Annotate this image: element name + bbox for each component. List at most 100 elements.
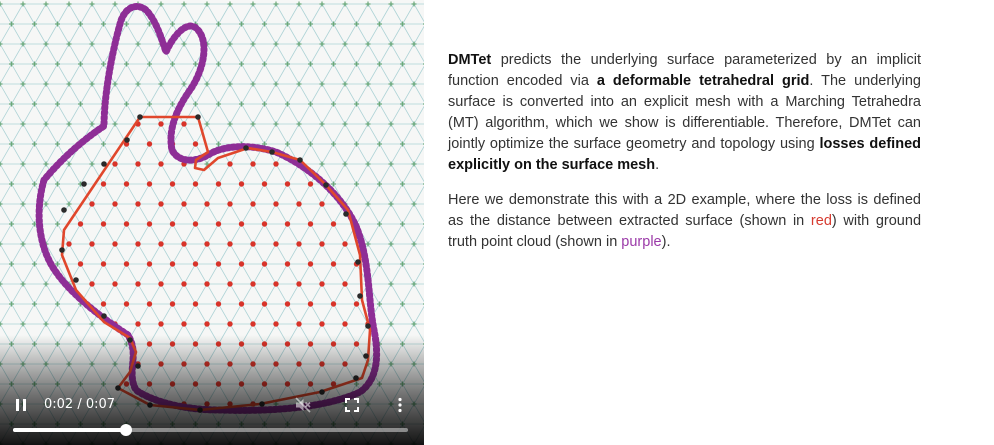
grid-vertex: [43, 41, 49, 47]
grid-vertex: [262, 21, 267, 27]
grid-vertex: [331, 101, 336, 107]
interior-point: [273, 321, 279, 327]
interior-point: [89, 241, 95, 247]
interior-point: [77, 261, 84, 267]
boundary-vertex: [137, 114, 143, 120]
interior-point: [353, 301, 360, 307]
interior-point: [296, 201, 302, 207]
grid-vertex: [423, 303, 424, 305]
interior-point: [330, 301, 337, 307]
grid-vertex: [285, 61, 290, 67]
grid-vertex: [216, 141, 221, 147]
grid-line: [0, 3, 116, 205]
grid-vertex: [400, 301, 405, 307]
interior-point: [158, 161, 164, 167]
interior-point: [273, 161, 279, 167]
interior-point: [284, 221, 291, 227]
grid-vertex: [331, 61, 336, 67]
grid-vertex: [365, 41, 371, 47]
grid-vertex: [43, 201, 49, 207]
interior-point: [100, 181, 107, 187]
grid-vertex: [43, 281, 49, 287]
grid-vertex: [9, 181, 14, 187]
grid-vertex: [227, 41, 233, 47]
interior-point: [261, 301, 268, 307]
grid-vertex: [89, 81, 95, 87]
mute-button[interactable]: [294, 396, 312, 414]
grid-vertex: [342, 121, 348, 127]
grid-vertex: [0, 201, 3, 207]
seek-bar-handle[interactable]: [119, 424, 132, 436]
seek-bar[interactable]: [13, 424, 408, 436]
controls-overlay: [0, 335, 424, 445]
grid-vertex: [388, 321, 394, 327]
grid-vertex: [319, 161, 325, 167]
grid-vertex: [423, 263, 424, 265]
grid-line: [298, 3, 424, 223]
grid-vertex: [377, 141, 382, 147]
grid-vertex: [400, 261, 405, 267]
interior-point: [261, 181, 268, 187]
interior-point: [273, 241, 279, 247]
interior-point: [284, 301, 291, 307]
grid-vertex: [101, 141, 106, 147]
interior-point: [100, 221, 107, 227]
grid-vertex: [204, 81, 210, 87]
boundary-vertex: [269, 149, 275, 155]
grid-vertex: [32, 141, 37, 147]
grid-vertex: [388, 281, 394, 287]
grid-vertex: [32, 181, 37, 187]
seek-bar-played: [13, 428, 126, 432]
interior-point: [181, 281, 187, 287]
grid-vertex: [239, 101, 244, 107]
grid-vertex: [423, 183, 424, 185]
grid-vertex: [193, 61, 198, 67]
grid-vertex: [112, 81, 118, 87]
video-player[interactable]: 0:02 / 0:07: [0, 0, 424, 445]
grid-vertex: [239, 61, 244, 67]
interior-point: [250, 161, 256, 167]
interior-point: [227, 281, 233, 287]
grid-vertex: [9, 141, 14, 147]
interior-point: [204, 281, 210, 287]
interior-point: [238, 181, 245, 187]
grid-vertex: [32, 61, 37, 67]
grid-vertex: [296, 41, 302, 47]
grid-vertex: [411, 41, 417, 47]
interior-point: [135, 161, 141, 167]
grid-vertex: [9, 61, 14, 67]
interior-point: [135, 281, 141, 287]
interior-point: [296, 281, 302, 287]
interior-point: [319, 281, 325, 287]
grid-vertex: [273, 121, 279, 127]
grid-vertex: [43, 161, 49, 167]
grid-vertex: [388, 161, 394, 167]
interior-point: [169, 221, 176, 227]
grid-line: [0, 3, 208, 365]
interior-point: [123, 181, 130, 187]
grid-vertex: [20, 281, 26, 287]
grid-vertex: [273, 81, 279, 87]
grid-vertex: [423, 63, 424, 65]
interior-point: [112, 241, 118, 247]
interior-point: [215, 181, 222, 187]
grid-vertex: [308, 21, 313, 27]
boundary-vertex: [357, 293, 363, 299]
pause-button[interactable]: [13, 396, 29, 414]
interior-point: [319, 241, 325, 247]
grid-vertex: [296, 121, 302, 127]
more-options-button[interactable]: [391, 396, 409, 414]
grid-vertex: [32, 301, 37, 307]
interior-point: [181, 241, 187, 247]
description: DMTet predicts the underlying surface pa…: [448, 50, 921, 267]
boundary-vertex: [124, 137, 130, 143]
interior-point: [307, 301, 314, 307]
grid-line: [321, 3, 424, 183]
interior-point: [100, 301, 107, 307]
interior-point: [215, 221, 222, 227]
fullscreen-button[interactable]: [343, 396, 361, 414]
pause-icon-bar: [23, 399, 26, 411]
boundary-vertex: [195, 114, 201, 120]
grid-vertex: [377, 261, 382, 267]
grid-vertex: [296, 81, 302, 87]
